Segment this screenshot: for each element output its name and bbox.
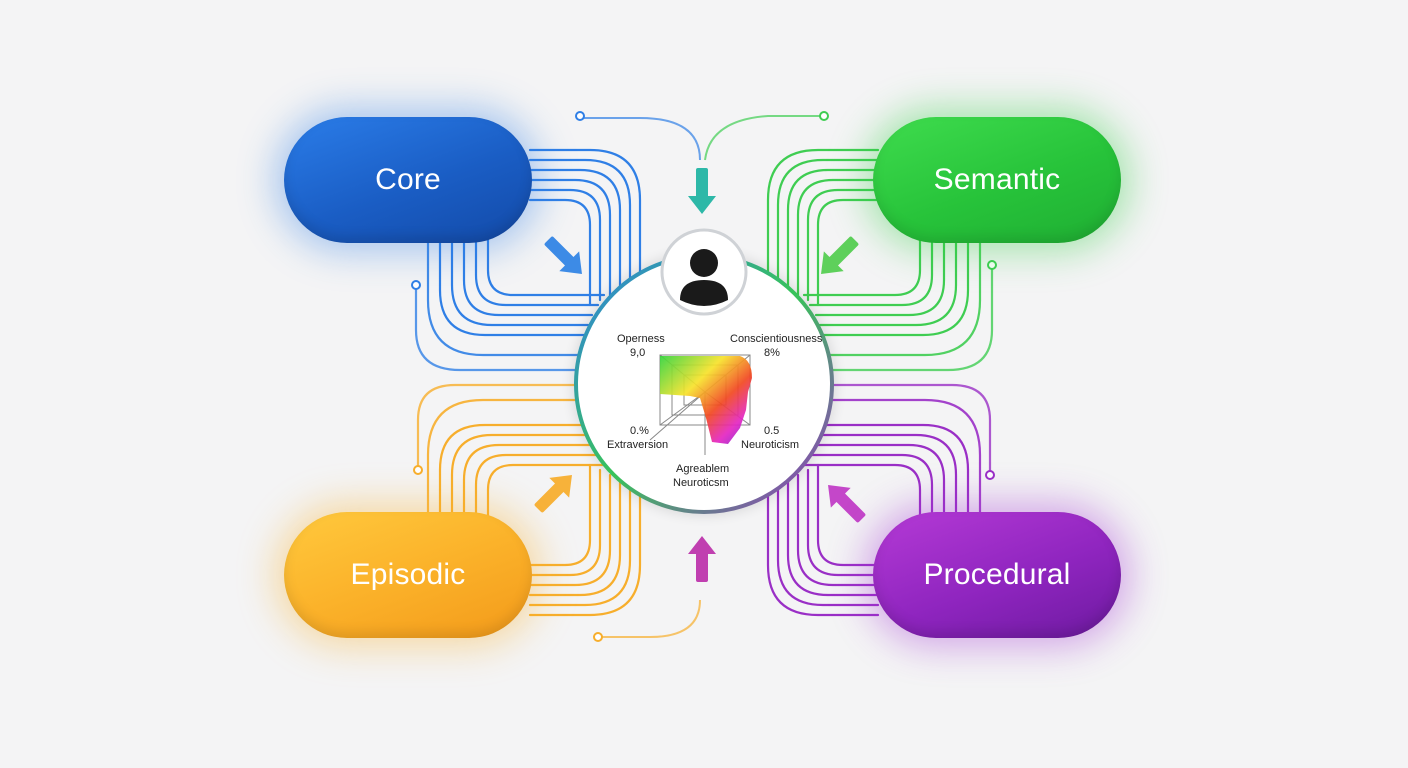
arrow-up-icon <box>688 536 716 582</box>
trait-radar-plot <box>649 354 752 455</box>
core-memory-node[interactable]: Core <box>284 117 532 243</box>
semantic-connector-lines <box>766 148 994 372</box>
trait-openness-value: 9,0 <box>630 347 645 359</box>
trait-extraversion-label: Extraversion <box>607 439 668 451</box>
arrow-up-right-icon <box>534 475 572 513</box>
trait-conscientiousness-value: 8% <box>764 347 780 359</box>
episodic-label: Episodic <box>350 558 466 591</box>
episodic-connector-lines <box>416 383 642 617</box>
semantic-node-dot <box>819 111 829 121</box>
core-node-dot <box>575 111 585 121</box>
arrow-down-icon <box>688 168 716 214</box>
trait-conscientiousness-label: Conscientiousness <box>730 333 823 345</box>
episodic-memory-node[interactable]: Episodic <box>284 512 532 638</box>
episodic-side-dot <box>413 465 423 475</box>
trait-agreeableness-label: Agreablem <box>676 463 729 475</box>
arrow-up-left-icon <box>828 485 866 523</box>
core-connector-lines <box>414 148 642 372</box>
semantic-memory-node[interactable]: Semantic <box>873 117 1121 243</box>
trait-openness-label: Operness <box>617 333 665 345</box>
procedural-memory-node[interactable]: Procedural <box>873 512 1121 638</box>
core-side-dot <box>411 280 421 290</box>
trait-extraversion-value: 0.% <box>630 425 649 437</box>
procedural-connector-lines <box>766 383 992 617</box>
core-label: Core <box>375 163 441 196</box>
trait-neuroticism-bottom-label: Neuroticsm <box>673 477 729 489</box>
semantic-label: Semantic <box>933 163 1061 196</box>
arrow-down-right-icon <box>544 236 582 274</box>
procedural-side-dot <box>985 470 995 480</box>
trait-blob <box>660 356 752 444</box>
trait-neuroticism-label: Neuroticism <box>741 439 799 451</box>
episodic-node-dot <box>593 632 603 642</box>
procedural-label: Procedural <box>923 558 1071 591</box>
user-avatar-icon <box>660 228 748 316</box>
semantic-side-dot <box>987 260 997 270</box>
trait-neuroticism-value: 0.5 <box>764 425 779 437</box>
arrow-down-left-icon <box>821 236 859 274</box>
